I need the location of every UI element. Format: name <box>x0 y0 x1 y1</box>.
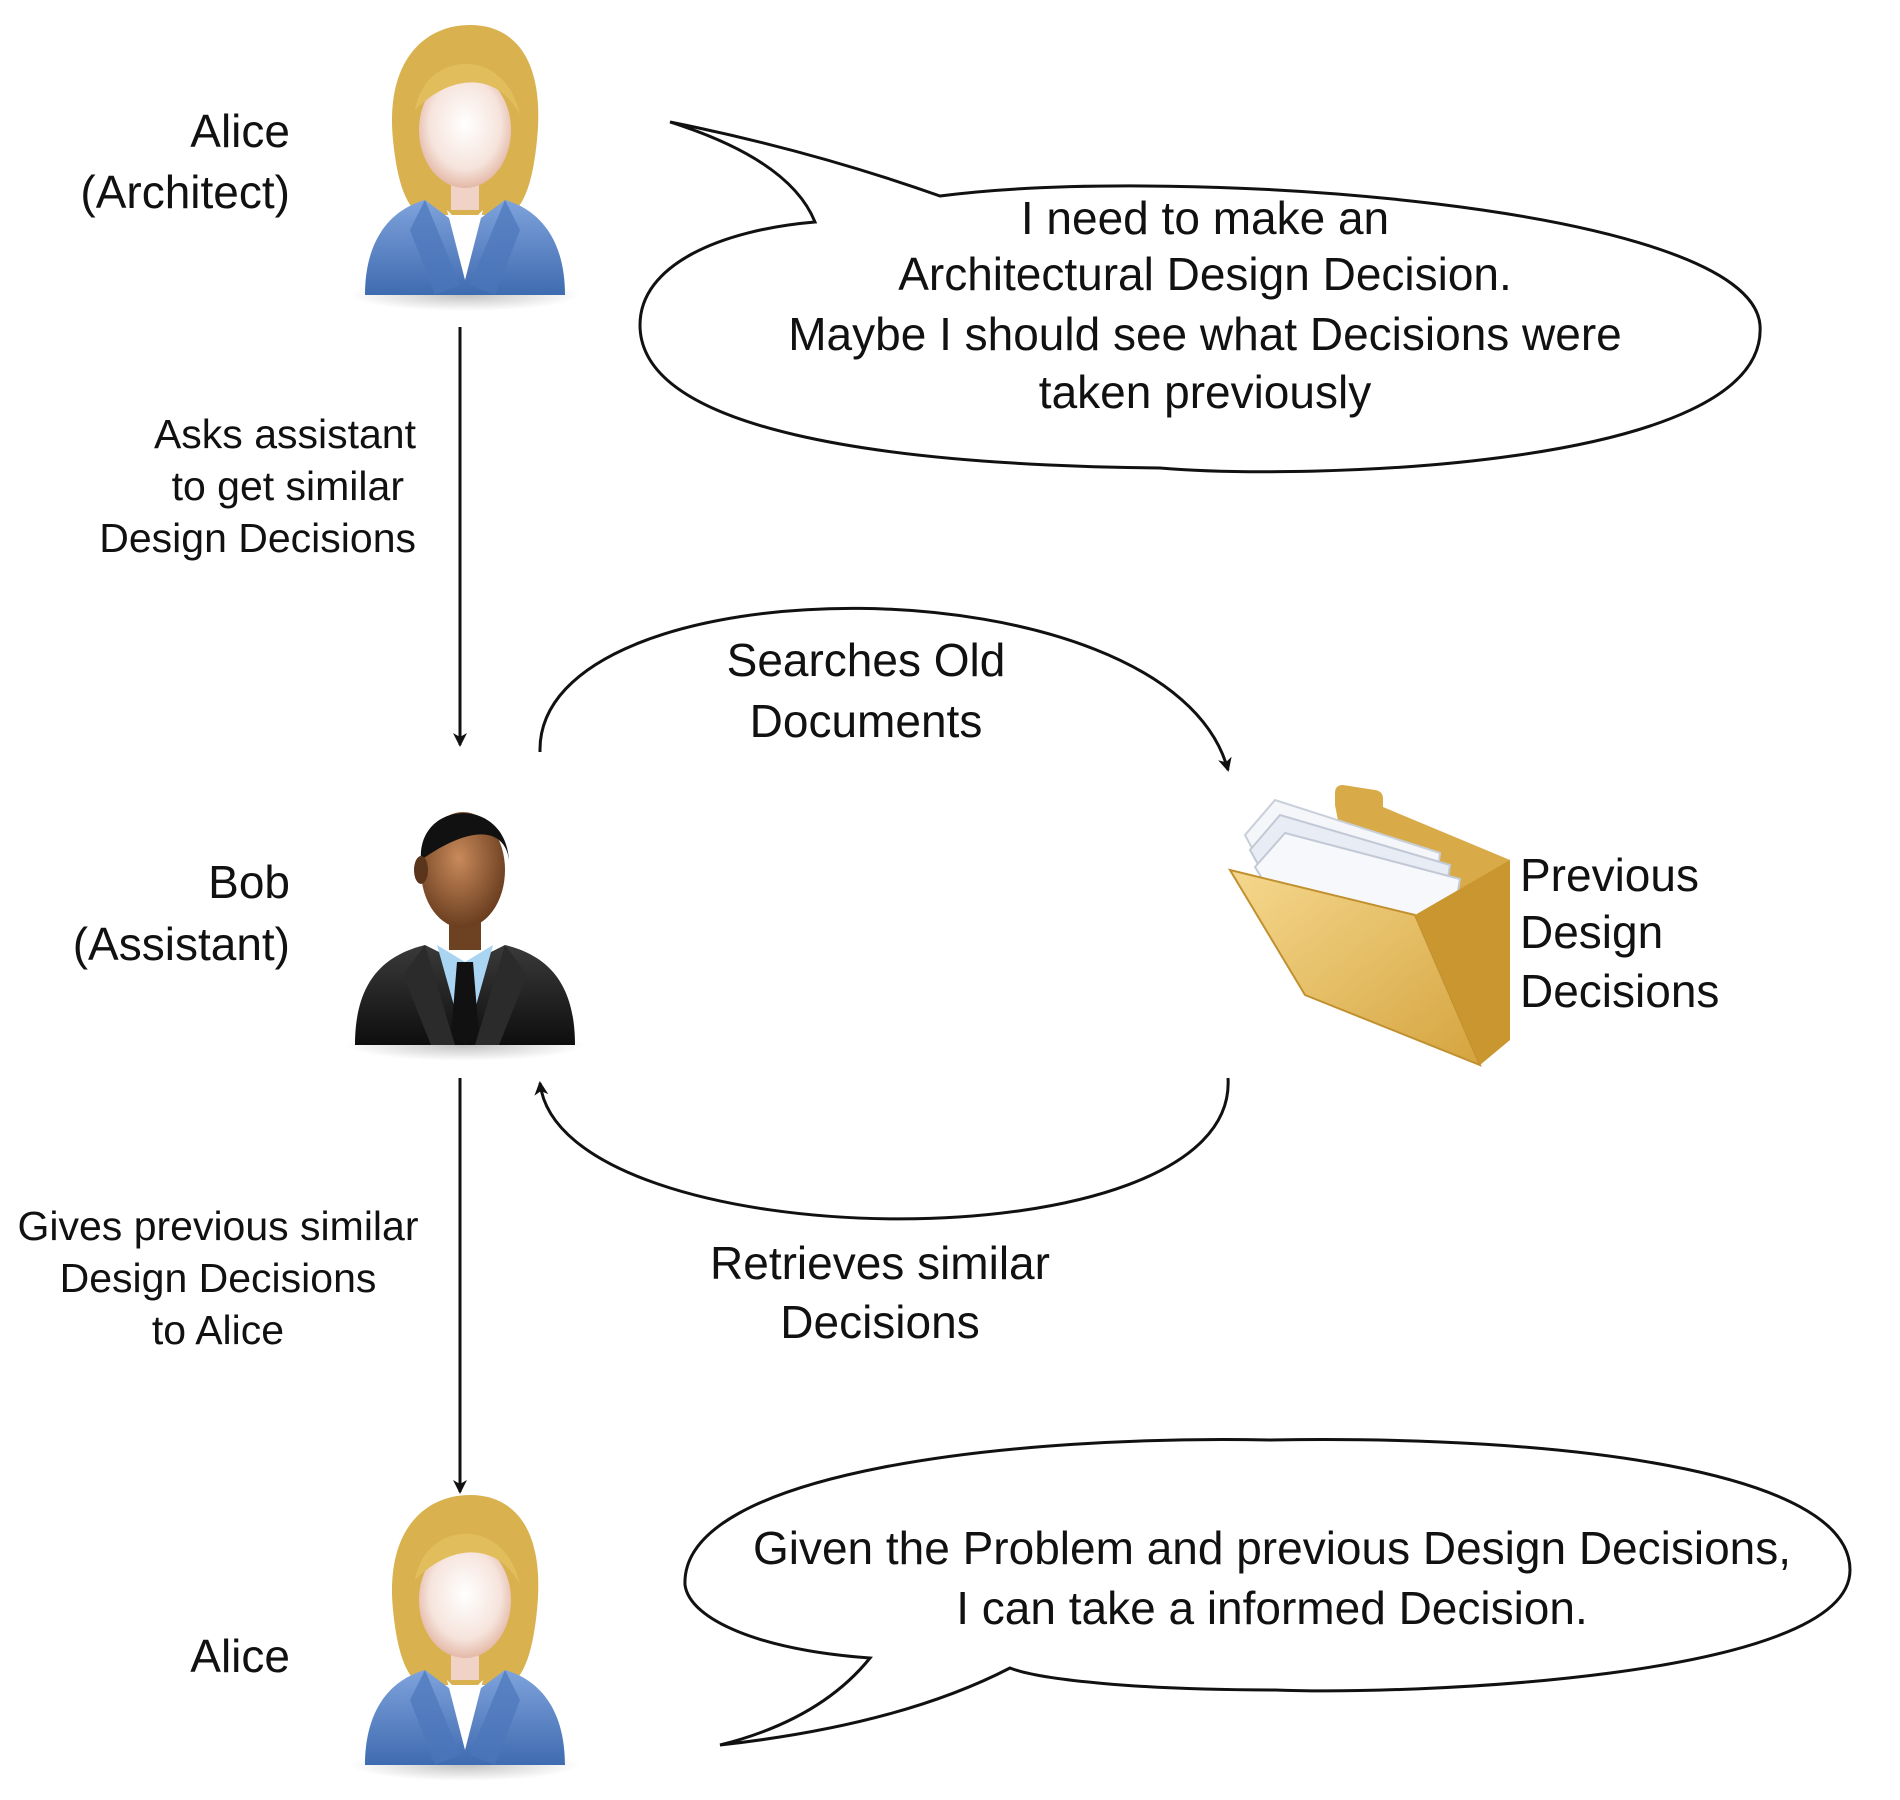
edge-give-line-3: to Alice <box>152 1307 284 1353</box>
alice-top-role: (Architect) <box>80 166 290 218</box>
edge-ask-line-1: Asks assistant <box>154 411 417 457</box>
bubble-bottom-line-2: I can take a informed Decision. <box>956 1582 1588 1634</box>
bob-role: (Assistant) <box>73 918 290 970</box>
edge-give-line-1: Gives previous similar <box>18 1203 419 1249</box>
arrow-folder-to-bob <box>534 1077 1230 1221</box>
edge-search: Searches Old Documents <box>538 606 1232 772</box>
bob-avatar: Bob (Assistant) <box>73 812 585 1061</box>
edge-retrieve: Retrieves similar Decisions <box>534 1077 1230 1348</box>
bob-name: Bob <box>208 856 290 908</box>
bubble-top-line-1: I need to make an <box>1021 192 1389 244</box>
speech-bubble-bottom: Given the Problem and previous Design De… <box>683 1438 1852 1747</box>
repository: Previous Design Decisions <box>1227 785 1719 1067</box>
bubble-top-line-4: taken previously <box>1039 366 1371 418</box>
arrow-bob-to-folder <box>538 606 1232 772</box>
edge-ask-line-3: Design Decisions <box>99 515 416 561</box>
repository-line-3: Decisions <box>1520 965 1719 1017</box>
bubble-top-line-3: Maybe I should see what Decisions were <box>788 308 1622 360</box>
edge-retrieve-line-1: Retrieves similar <box>710 1237 1050 1289</box>
edge-ask: Asks assistant to get similar Design Dec… <box>99 327 467 747</box>
alice-bottom-avatar: Alice <box>190 1495 580 1781</box>
alice-bottom-icon <box>350 1495 580 1781</box>
edge-search-line-2: Documents <box>750 695 983 747</box>
edge-give: Gives previous similar Design Decisions … <box>18 1078 467 1494</box>
alice-top-icon <box>350 25 580 311</box>
folder-icon <box>1227 785 1510 1067</box>
edge-retrieve-line-2: Decisions <box>780 1296 979 1348</box>
alice-bottom-name: Alice <box>190 1630 290 1682</box>
edge-search-line-1: Searches Old <box>727 634 1006 686</box>
bob-icon <box>345 812 585 1061</box>
bubble-top-line-2: Architectural Design Decision. <box>898 248 1512 300</box>
repository-line-2: Design <box>1520 906 1663 958</box>
repository-line-1: Previous <box>1520 849 1699 901</box>
edge-give-line-2: Design Decisions <box>60 1255 377 1301</box>
speech-bubble-top: I need to make an Architectural Design D… <box>638 120 1762 474</box>
bubble-bottom-line-1: Given the Problem and previous Design De… <box>753 1522 1791 1574</box>
edge-ask-line-2: to get similar <box>172 463 404 509</box>
alice-top-name: Alice <box>190 105 290 157</box>
alice-top-avatar: Alice (Architect) <box>80 25 580 311</box>
